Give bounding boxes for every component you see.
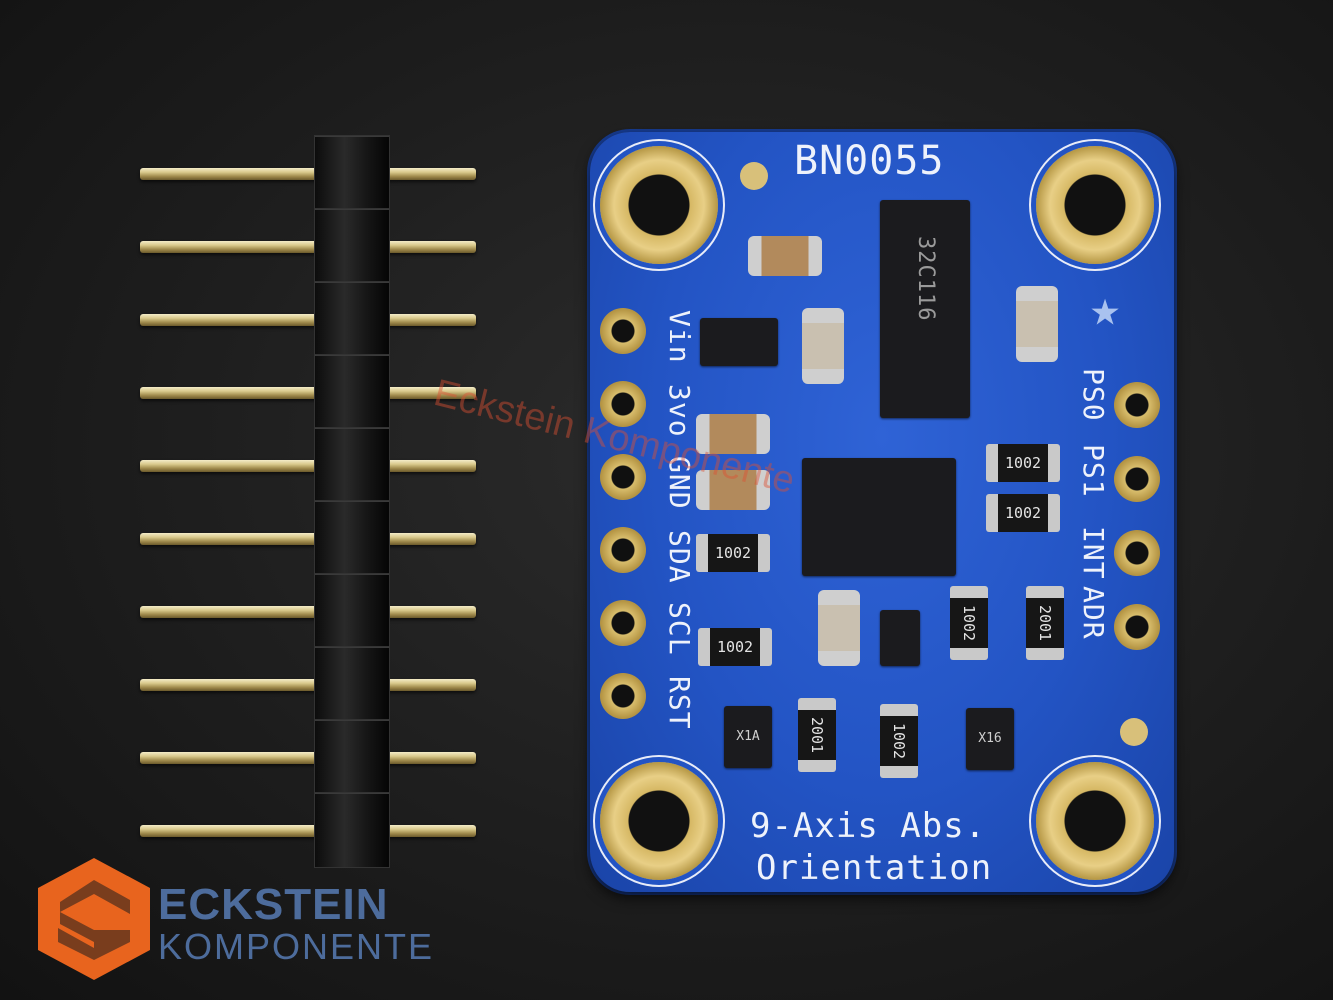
pin-via (600, 673, 646, 719)
pin-via (1114, 530, 1160, 576)
header-pin (140, 792, 476, 868)
header-pin (140, 354, 476, 430)
brand-logo-icon (38, 858, 150, 980)
brand-subtitle: KOMPONENTE (158, 926, 435, 967)
pin-label-sda: SDA (663, 530, 696, 584)
mounting-hole (1036, 146, 1154, 264)
pin-label-vin: Vin (663, 310, 696, 364)
header-pin (140, 208, 476, 284)
board-subtitle-line2: Orientation (756, 848, 993, 888)
header-pin (140, 500, 476, 576)
brand-name: ECKSTEIN (158, 880, 389, 929)
capacitor (696, 470, 770, 510)
fiducial-pad (740, 162, 768, 190)
pin-label-scl: SCL (663, 602, 696, 656)
sensor-board: BN0055 Vin 3vo GND SDA SCL RST PS0 PS1 I… (590, 132, 1174, 892)
capacitor (748, 236, 822, 276)
chip-marking: 32C116 (913, 236, 938, 322)
header-pin (140, 719, 476, 795)
star-icon: ★ (1090, 279, 1121, 337)
pin-via (600, 454, 646, 500)
pin-via (1114, 382, 1160, 428)
pin-label-ps1: PS1 (1077, 444, 1110, 498)
resistor: 2001 (798, 698, 836, 772)
pin-via (1114, 456, 1160, 502)
capacitor (696, 414, 770, 454)
capacitor (802, 308, 844, 384)
pin-label-adr: ADR (1077, 586, 1110, 640)
resistor: 1002 (950, 586, 988, 660)
pin-via (600, 381, 646, 427)
capacitor (1016, 286, 1058, 362)
small-ic: X16 (966, 708, 1014, 770)
diode (880, 610, 920, 666)
header-pin (140, 427, 476, 503)
pin-label-rst: RST (663, 676, 696, 730)
header-pin (140, 135, 476, 211)
small-ic: X1A (724, 706, 772, 768)
resistor: 1002 (696, 534, 770, 572)
regulator-chip: 32C116 (880, 200, 970, 418)
small-ic (700, 318, 778, 366)
header-pin (140, 281, 476, 357)
mounting-hole (1036, 762, 1154, 880)
resistor: 1002 (880, 704, 918, 778)
board-subtitle-line1: 9-Axis Abs. (750, 806, 987, 846)
sensor-ic (802, 458, 956, 576)
pin-via (600, 527, 646, 573)
pin-via (600, 600, 646, 646)
mounting-hole (600, 146, 718, 264)
resistor: 1002 (986, 494, 1060, 532)
header-pin (140, 646, 476, 722)
pin-via (1114, 604, 1160, 650)
pin-label-ps0: PS0 (1077, 368, 1110, 422)
resistor: 1002 (986, 444, 1060, 482)
pin-via (600, 308, 646, 354)
fiducial-pad (1120, 718, 1148, 746)
resistor: 2001 (1026, 586, 1064, 660)
board-title: BN0055 (794, 138, 945, 184)
resistor: 1002 (698, 628, 772, 666)
header-pin (140, 573, 476, 649)
capacitor (818, 590, 860, 666)
pin-label-int: INT (1077, 526, 1110, 580)
mounting-hole (600, 762, 718, 880)
